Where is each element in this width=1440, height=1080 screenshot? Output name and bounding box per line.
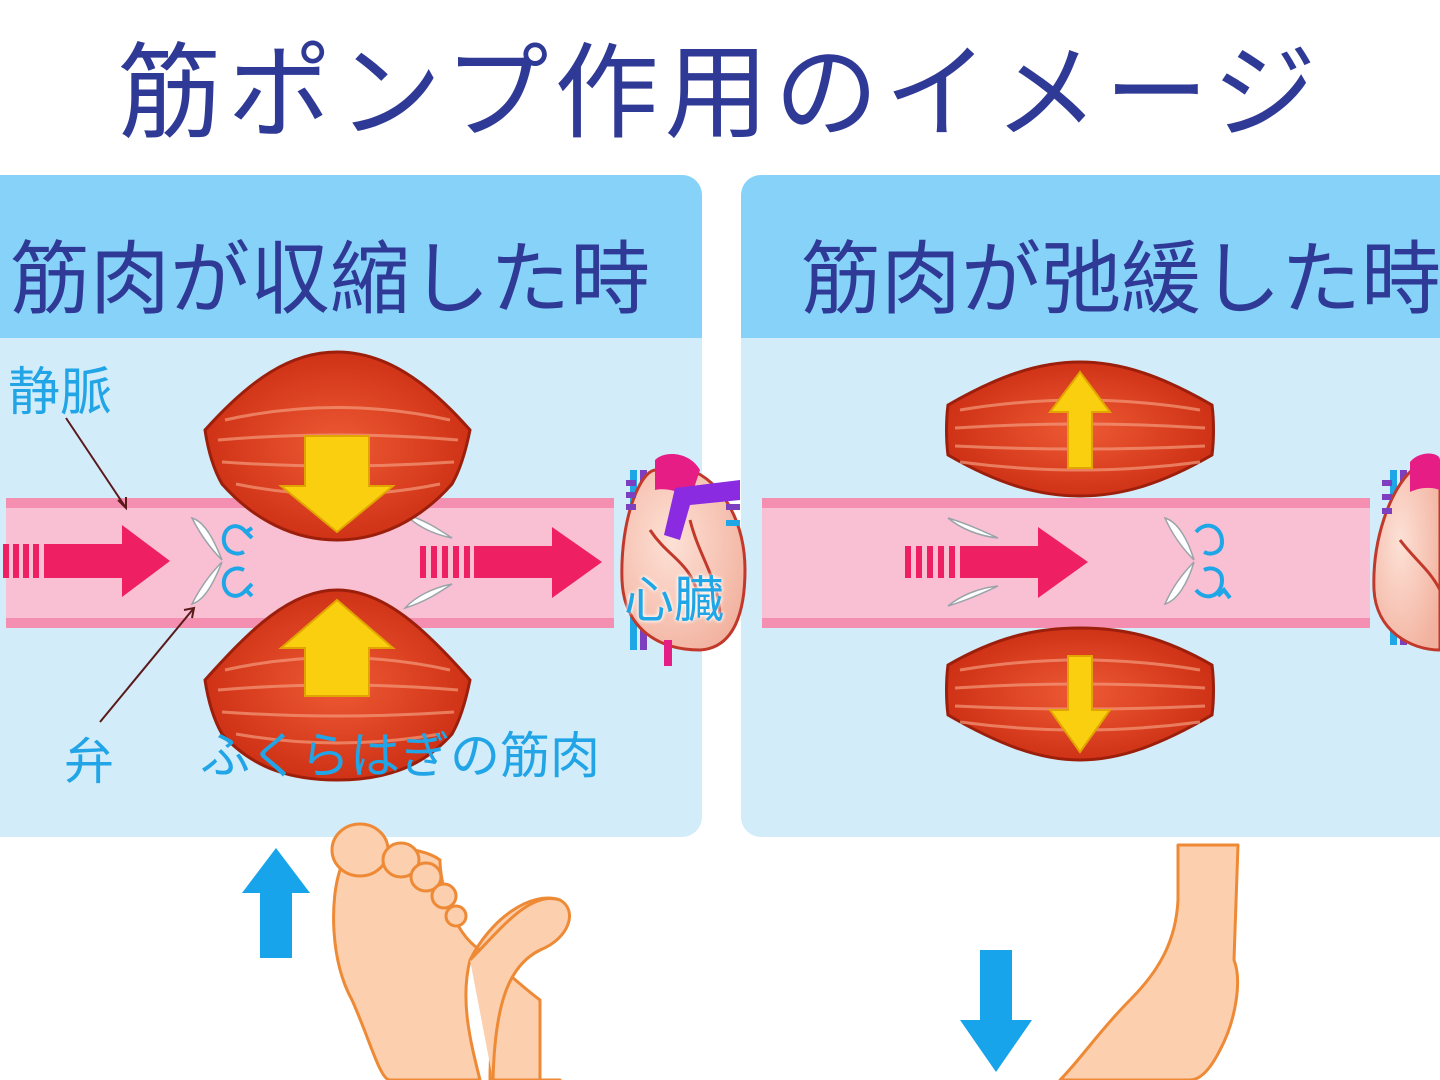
diagram-title: 筋ポンプ作用のイメージ [117,32,1323,154]
backflow-arrow-left [221,524,254,598]
calf-muscle-left-upper [203,350,472,542]
arrow-up-icon [242,848,310,958]
valve-left-open [402,512,453,610]
backflow-arrow-right [1194,523,1232,600]
valve-left-closed [190,516,223,606]
calf-muscle-label: ふくらはぎの筋肉 [200,727,600,785]
valve-label: 弁 [64,733,114,791]
vein-label: 静脈 [8,363,113,423]
valve-right-closed [1163,516,1195,606]
blood-flow-arrow-left-out [420,527,602,598]
calf-muscle-right-lower [945,626,1215,762]
panel-title-contracted: 筋肉が収縮した時 [10,233,650,326]
calf-muscle-right-upper [945,360,1215,498]
vein-pointer-line [65,417,127,511]
calf-muscle-left-lower [203,588,472,782]
heart-illustration-right [1372,453,1440,652]
foot-illustration-right [1058,843,1240,1080]
panel-header-contracted [0,175,702,338]
valve-right-open [947,517,999,607]
arrow-down-icon [960,950,1032,1072]
heart-illustration-left [620,454,747,666]
panel-header-relaxed [741,175,1440,338]
blood-flow-arrow-left-in [3,525,170,597]
panel-title-relaxed: 筋肉が弛緩した時 [801,233,1440,326]
heart-label: 心臓 [624,571,724,629]
blood-flow-arrow-right [905,527,1088,598]
valve-pointer-line [99,606,196,723]
foot-illustration-left [330,822,571,1080]
